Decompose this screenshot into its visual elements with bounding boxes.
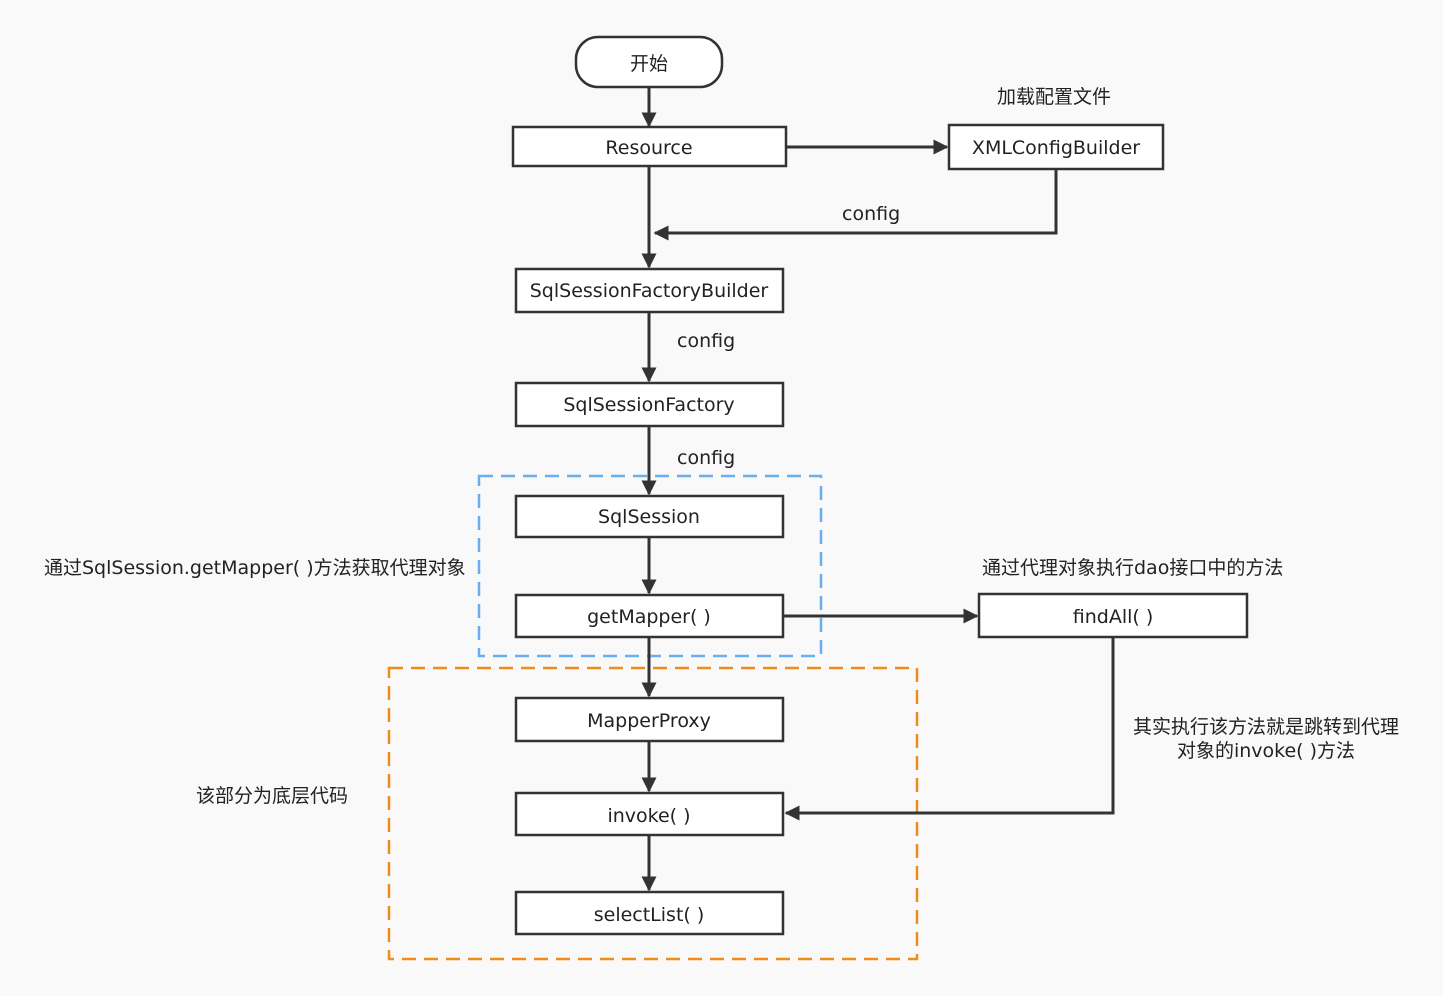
annotation-proxy-exec: 通过代理对象执行dao接口中的方法	[982, 557, 1283, 579]
node-find-all-label: findAll( )	[1073, 606, 1154, 628]
node-sql-session-label: SqlSession	[598, 506, 700, 528]
node-sql-session-factory-builder: SqlSessionFactoryBuilder	[514, 267, 785, 314]
edge-findall-to-invoke	[784, 638, 1115, 821]
annotation-bottom-layer: 该部分为底层代码	[196, 785, 348, 807]
annotation-invoke-line2: 对象的invoke( )方法	[1177, 740, 1355, 762]
node-start-label: 开始	[630, 53, 668, 75]
node-sql-session-factory: SqlSessionFactory	[514, 381, 785, 428]
node-xml-config-builder: XMLConfigBuilder	[947, 123, 1165, 171]
edge-label-config-to-session: config	[677, 447, 735, 469]
node-invoke-label: invoke( )	[607, 805, 690, 827]
node-sql-session-factory-builder-label: SqlSessionFactoryBuilder	[530, 280, 769, 302]
node-start: 开始	[574, 35, 724, 89]
node-select-list: selectList( )	[514, 890, 785, 936]
edge-label-config-to-factory: config	[677, 330, 735, 352]
node-get-mapper-label: getMapper( )	[587, 606, 711, 628]
node-get-mapper: getMapper( )	[514, 593, 785, 639]
annotation-load-config: 加载配置文件	[997, 86, 1111, 108]
node-xml-config-builder-label: XMLConfigBuilder	[972, 137, 1140, 159]
node-sql-session-factory-label: SqlSessionFactory	[563, 394, 734, 416]
annotation-get-mapper: 通过SqlSession.getMapper( )方法获取代理对象	[44, 557, 466, 579]
annotation-invoke-line1: 其实执行该方法就是跳转到代理	[1133, 716, 1399, 738]
edge-label-config-from-xml: config	[842, 203, 900, 225]
node-sql-session: SqlSession	[514, 494, 785, 539]
node-mapper-proxy-label: MapperProxy	[587, 710, 711, 732]
edge-xml-config-return	[653, 170, 1058, 241]
node-mapper-proxy: MapperProxy	[514, 696, 785, 743]
node-resource: Resource	[511, 125, 788, 168]
node-find-all: findAll( )	[977, 592, 1249, 639]
node-resource-label: Resource	[605, 137, 692, 159]
node-invoke: invoke( )	[514, 791, 785, 837]
node-select-list-label: selectList( )	[594, 904, 705, 926]
